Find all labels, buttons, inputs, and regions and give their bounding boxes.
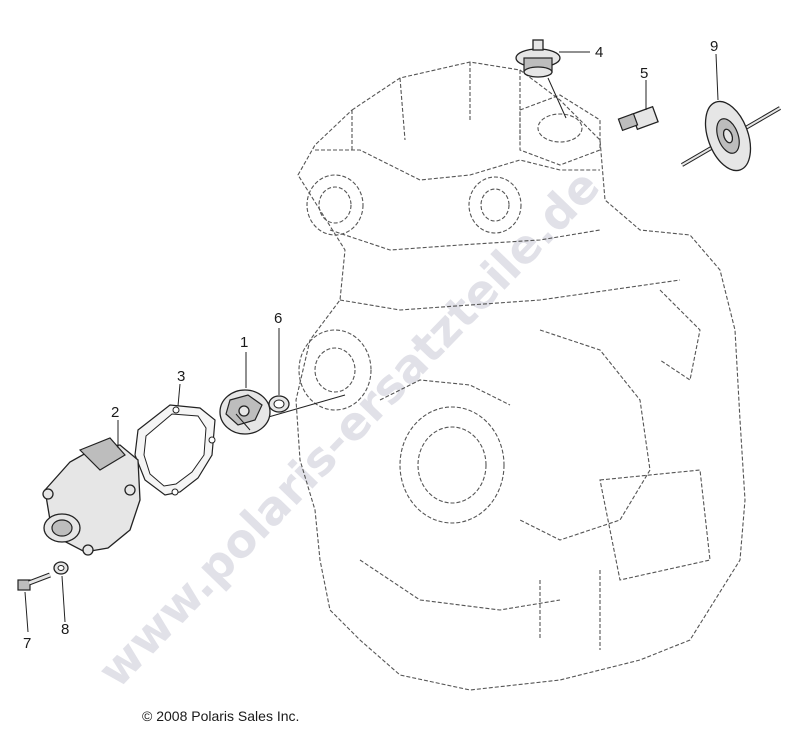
thermostat-axis-line [547,77,567,119]
callout-2[interactable]: 2 [111,404,119,421]
callout-9[interactable]: 9 [710,38,718,55]
part-3-gasket[interactable] [134,404,216,496]
callout-5[interactable]: 5 [640,65,648,82]
engine-block [295,61,746,691]
callout-leaders [24,51,719,633]
callout-4[interactable]: 4 [595,44,603,61]
callout-6[interactable]: 6 [274,310,282,327]
copyright-notice: © 2008 Polaris Sales Inc. [142,708,300,724]
part-2-pump-cover[interactable] [42,437,141,556]
part-6-seal[interactable] [268,395,290,413]
part-7-bolt[interactable] [17,572,51,591]
callout-3[interactable]: 3 [177,368,185,385]
callout-8[interactable]: 8 [61,621,69,638]
part-4-thermostat[interactable] [515,39,561,78]
part-5-temp-sensor[interactable] [617,105,659,132]
callout-7[interactable]: 7 [23,635,31,652]
pump-axis-line [264,394,346,419]
part-1-impeller[interactable] [219,389,271,435]
part-8-washer[interactable] [53,561,69,575]
part-9-pump-shaft-gear[interactable] [680,95,782,176]
callout-1[interactable]: 1 [240,334,248,351]
